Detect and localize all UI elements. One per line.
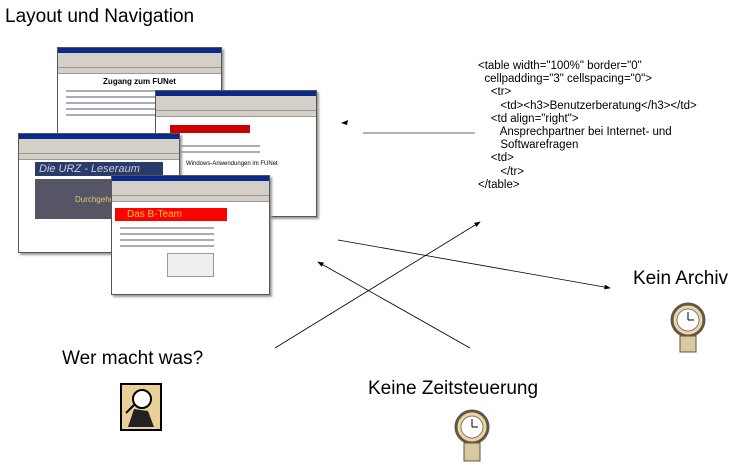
- label-kein-archiv: Kein Archiv: [633, 268, 729, 289]
- arrow-to-kein-archiv: [337, 239, 611, 290]
- arrow-from-wer-macht-was: [274, 221, 481, 349]
- arrowhead: [341, 120, 348, 125]
- screenshot-heading: Zugang zum FUNet: [103, 77, 176, 86]
- screenshot-heading: Die URZ - Leseraum: [35, 162, 163, 176]
- clock-icon: [670, 302, 706, 353]
- screenshot-heading: Windows-Anwendungen im FUNet: [186, 161, 278, 167]
- clock-icon: [454, 409, 490, 462]
- html-code-snippet: <table width="100%" border="0" cellpaddi…: [478, 60, 697, 191]
- worker-clock-icon: [120, 383, 162, 431]
- label-keine-zeitsteuerung: Keine Zeitsteuerung: [368, 378, 539, 399]
- label-wer-macht-was: Wer macht was?: [62, 348, 204, 369]
- screenshot-bteam: Das B-Team: [111, 175, 270, 295]
- arrow-from-zeitsteuerung: [317, 261, 471, 349]
- screenshot-urz: Die URZ - Leseraum Durchgehend: [18, 133, 180, 253]
- title-layout: Layout und Navigation: [5, 6, 195, 27]
- screenshot-heading: Das B-Team: [115, 208, 227, 221]
